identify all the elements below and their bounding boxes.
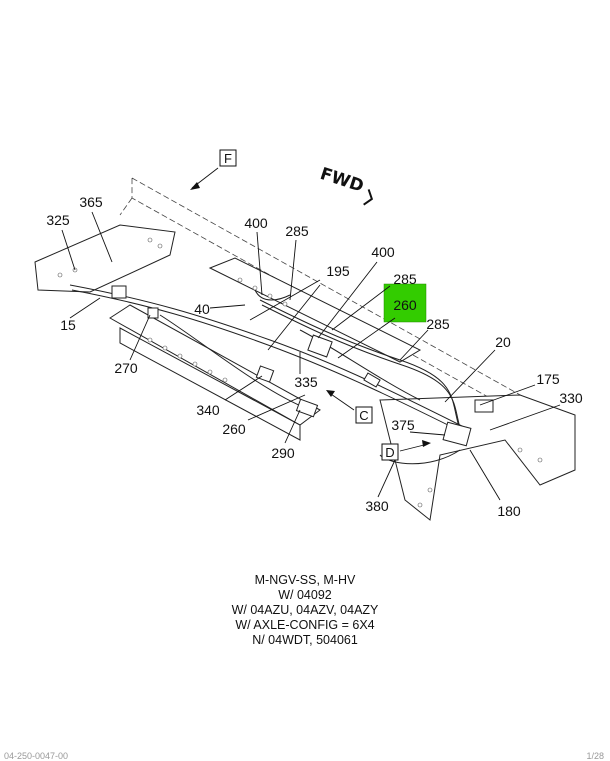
note-line: W/ AXLE-CONFIG = 6X4 xyxy=(235,618,375,632)
callout-400-top: 400 xyxy=(244,215,268,231)
leader-lines xyxy=(61,211,561,501)
figure-number: 04-250-0047-00 xyxy=(4,751,69,761)
callout-15: 15 xyxy=(60,317,76,333)
callout-labels: 400 285 365 325 195 400 285 40 15 260 28… xyxy=(46,194,583,519)
callout-290: 290 xyxy=(271,445,295,461)
callout-40: 40 xyxy=(194,301,210,317)
callout-380: 380 xyxy=(365,498,389,514)
note-line: W/ 04AZU, 04AZV, 04AZY xyxy=(231,603,379,617)
note-line: N/ 04WDT, 504061 xyxy=(252,633,358,647)
callout-365: 365 xyxy=(79,194,103,210)
applicability-notes: M-NGV-SS, M-HV W/ 04092 W/ 04AZU, 04AZV,… xyxy=(0,573,610,648)
view-f: F xyxy=(190,149,237,190)
frame-rails xyxy=(34,177,576,521)
forward-indicator: FWD xyxy=(318,164,374,206)
note-line: M-NGV-SS, M-HV xyxy=(254,573,356,587)
page-number: 1/28 xyxy=(586,751,604,761)
callout-180: 180 xyxy=(497,503,521,519)
callout-285-top: 285 xyxy=(285,223,309,239)
view-label-c: C xyxy=(359,408,368,423)
callout-285-mid: 285 xyxy=(393,271,417,287)
view-label-d: D xyxy=(385,445,394,460)
callout-375: 375 xyxy=(391,417,415,433)
callout-195: 195 xyxy=(326,263,350,279)
callout-400-mid: 400 xyxy=(371,244,395,260)
callout-20: 20 xyxy=(495,334,511,350)
note-line: W/ 04092 xyxy=(278,588,332,602)
callout-325: 325 xyxy=(46,212,70,228)
components xyxy=(111,285,494,447)
callout-260-highlighted: 260 xyxy=(393,297,417,313)
callout-340: 340 xyxy=(196,402,220,418)
brake-lines xyxy=(69,284,471,465)
callout-335: 335 xyxy=(294,374,318,390)
view-label-f: F xyxy=(224,151,232,166)
callout-330: 330 xyxy=(559,390,583,406)
callout-270: 270 xyxy=(114,360,138,376)
fwd-label: FWD xyxy=(318,164,366,197)
callout-175: 175 xyxy=(536,371,560,387)
highlight-box xyxy=(383,283,427,323)
view-d: D xyxy=(381,440,431,461)
view-c: C xyxy=(326,390,373,424)
rail-holes xyxy=(57,237,543,508)
callout-285-right: 285 xyxy=(426,316,450,332)
callout-260-lower: 260 xyxy=(222,421,246,437)
